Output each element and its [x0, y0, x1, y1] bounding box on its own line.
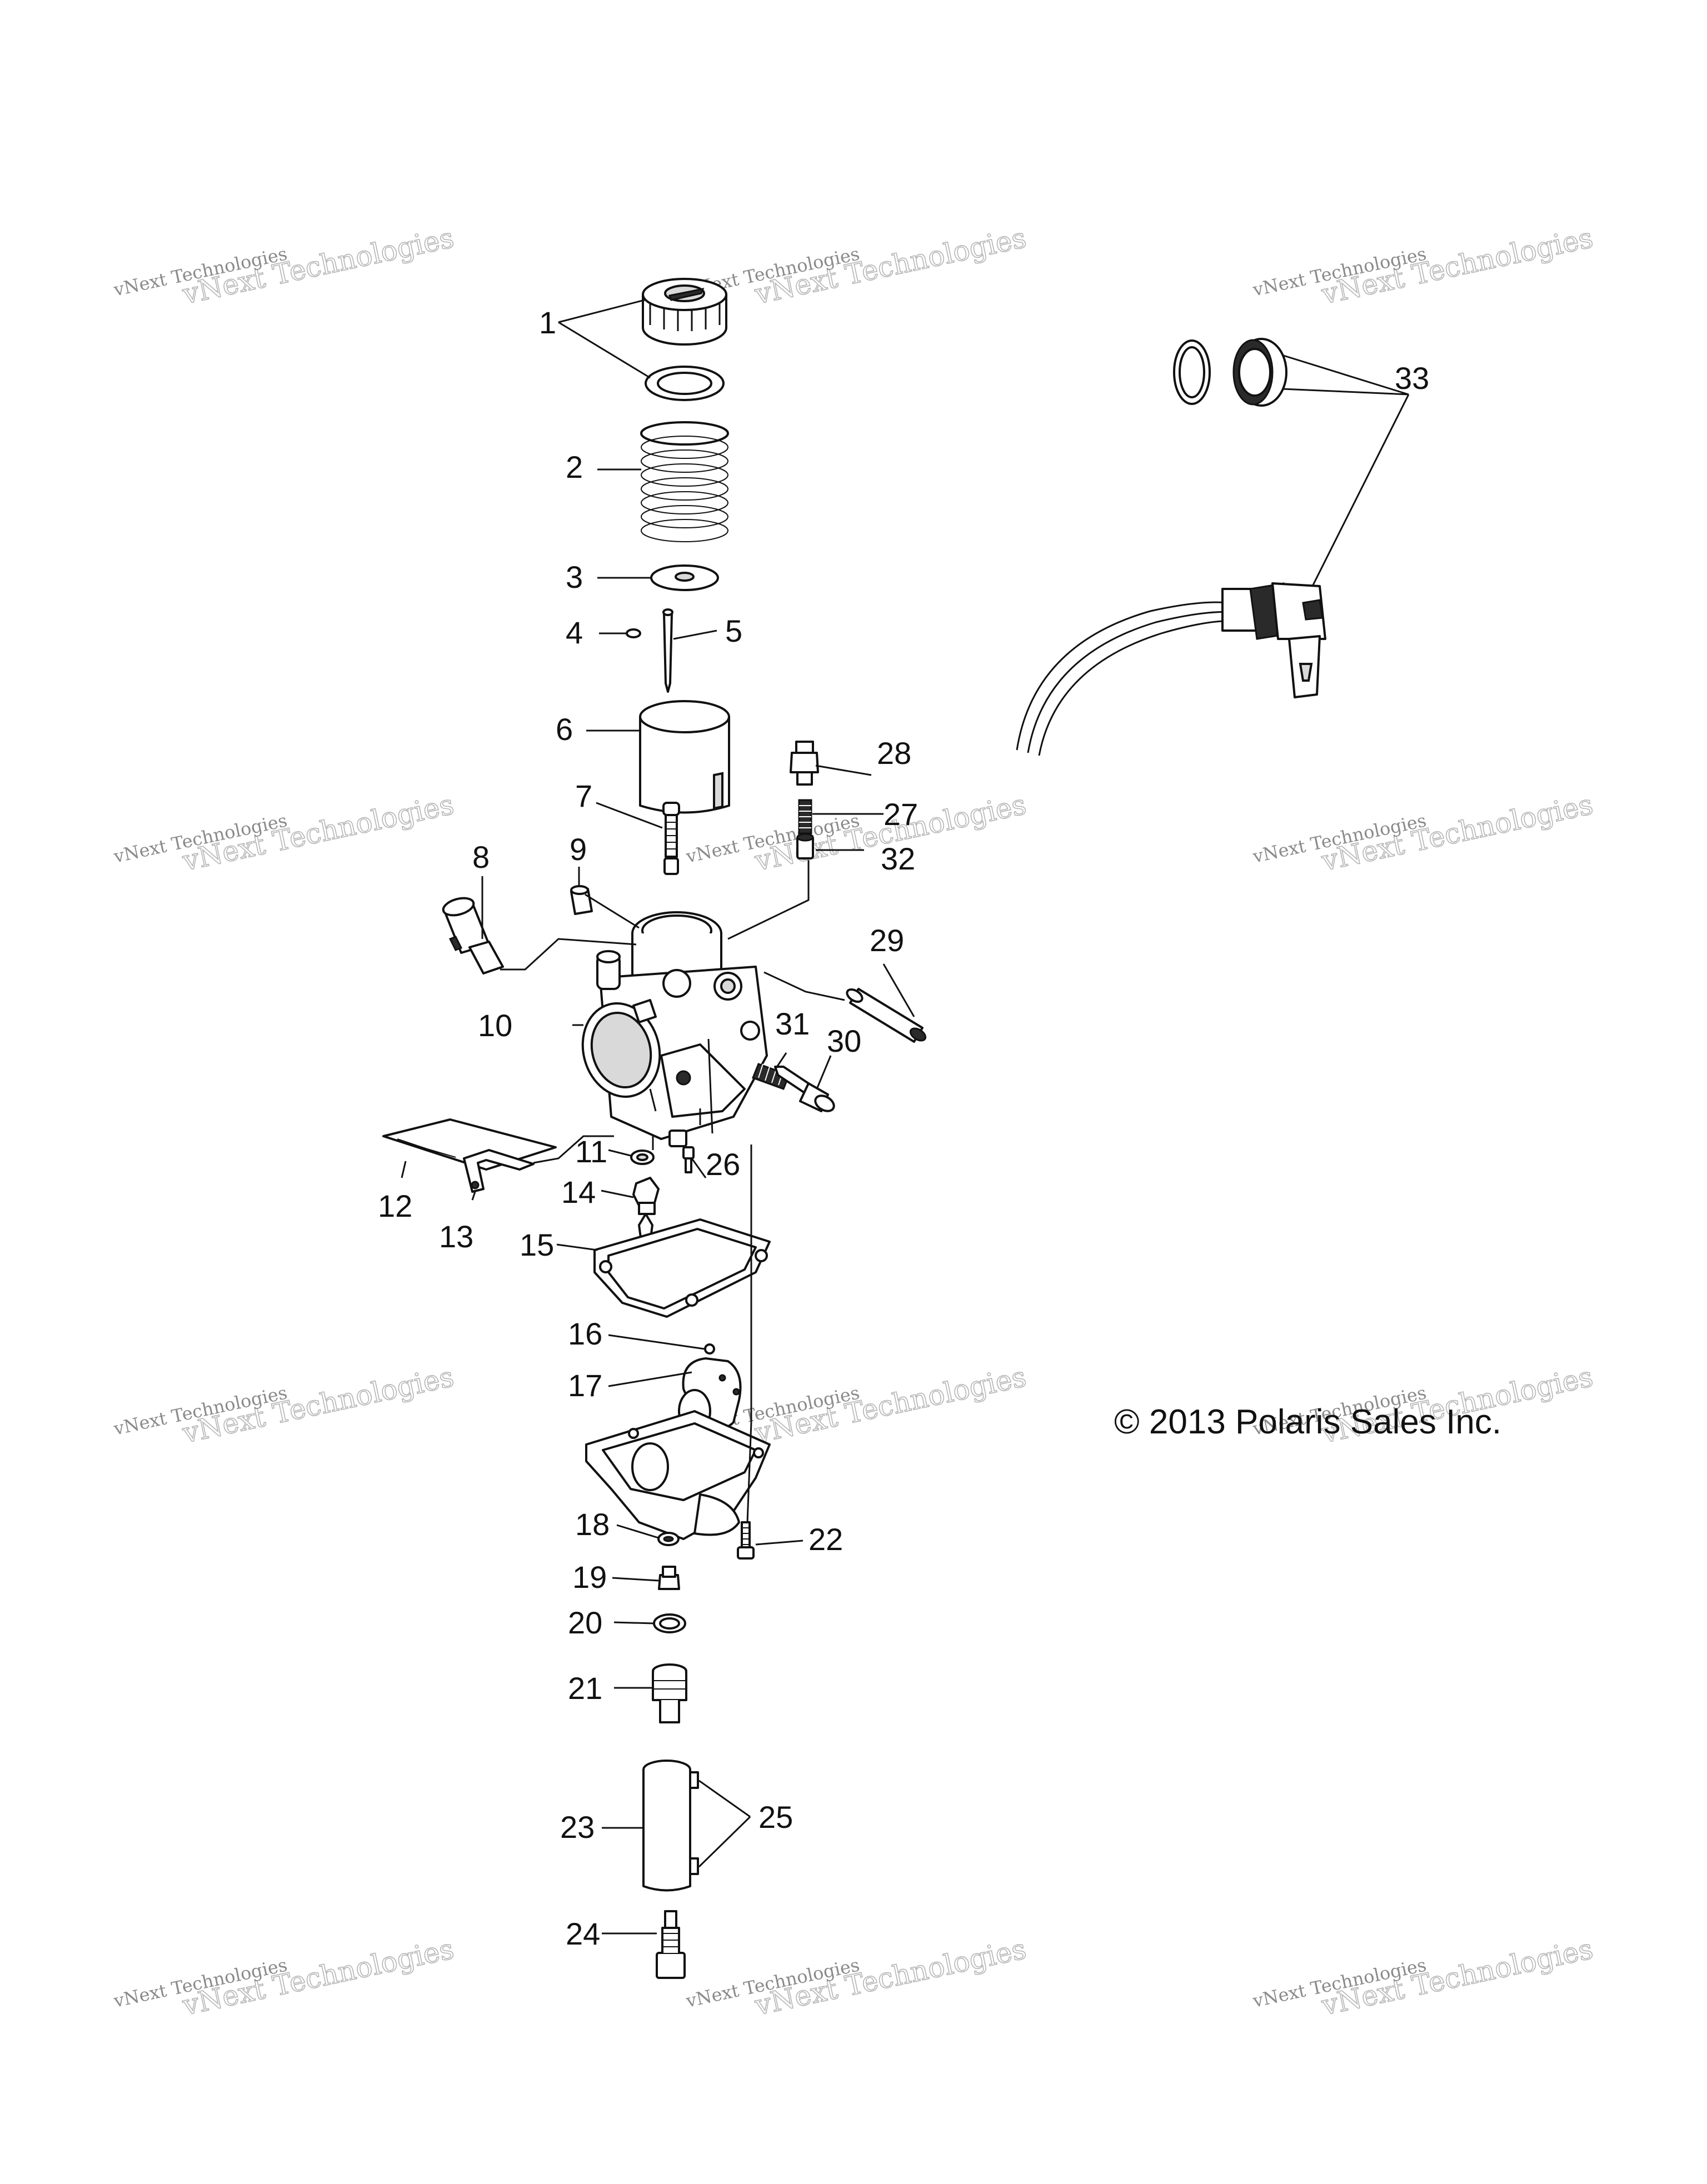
leader-lines: [401, 299, 1410, 1935]
float-bowl: [585, 1410, 771, 1540]
callout-13: 13: [439, 1219, 473, 1254]
part-2-spring: [640, 421, 729, 542]
part-21-drain-fitting: [652, 1663, 687, 1723]
part-18-washer: [657, 1532, 680, 1546]
callout-25: 25: [758, 1800, 793, 1835]
part-27-spring: [798, 799, 812, 834]
callout-19: 19: [572, 1560, 607, 1595]
part-5-jet-needle: [662, 608, 673, 693]
callout-29: 29: [870, 923, 904, 958]
callout-4: 4: [566, 615, 583, 650]
callout-24: 24: [566, 1916, 600, 1951]
part-33-throttle-control: [1016, 338, 1326, 756]
part-28-fitting: [790, 741, 819, 786]
part-6-throttle-slide: [639, 700, 730, 814]
callout-2: 2: [566, 449, 583, 484]
part-30-idle-screw: [774, 1066, 835, 1112]
callout-31: 31: [775, 1006, 810, 1041]
part-7-pilot-air-screw: [662, 802, 680, 875]
callout-3: 3: [566, 559, 583, 594]
callout-18: 18: [575, 1507, 610, 1542]
part-20-o-ring: [653, 1613, 686, 1633]
callout-labels: 1 2 3 4 5 6 7 8 9 10 11 12 13 14 15 16 1…: [378, 305, 1429, 1951]
callout-28: 28: [877, 736, 911, 771]
part-23-drain-tube: [642, 1760, 699, 1892]
callout-1: 1: [539, 305, 556, 340]
part-9-pin: [570, 885, 593, 915]
callout-20: 20: [568, 1605, 602, 1640]
part-10-carburetor-body: [581, 911, 768, 1147]
callout-9: 9: [570, 832, 587, 867]
part-22-screw: [737, 1521, 755, 1560]
callout-23: 23: [560, 1810, 595, 1845]
callout-14: 14: [561, 1175, 596, 1210]
part-24-fitting: [656, 1910, 686, 1979]
callout-10: 10: [478, 1008, 512, 1043]
part-16-pin: [704, 1343, 715, 1355]
callout-33: 33: [1395, 361, 1429, 396]
part-8-choke-plunger: [442, 897, 504, 974]
callout-11: 11: [575, 1134, 607, 1169]
callout-21: 21: [568, 1671, 602, 1706]
part-13-bracket: [463, 1149, 535, 1193]
part-29-tube: [846, 988, 927, 1043]
callout-32: 32: [881, 841, 915, 876]
callout-6: 6: [556, 712, 573, 747]
callout-15: 15: [520, 1227, 554, 1262]
part-32-jet: [796, 833, 814, 859]
part-11-o-ring: [630, 1150, 655, 1165]
callout-5: 5: [725, 613, 742, 648]
callout-7: 7: [575, 778, 592, 813]
callout-8: 8: [472, 839, 490, 874]
callout-27: 27: [884, 797, 918, 832]
callout-16: 16: [568, 1316, 602, 1351]
part-3-retainer-plate: [650, 564, 719, 591]
part-4-clip: [626, 628, 641, 638]
callout-30: 30: [827, 1023, 861, 1058]
callout-26: 26: [706, 1147, 740, 1182]
part-26-screw: [682, 1146, 695, 1173]
callout-17: 17: [568, 1368, 602, 1403]
part-15-float-bowl-gasket: [593, 1218, 771, 1318]
copyright-notice: © 2013 Polaris Sales Inc.: [1114, 1403, 1501, 1441]
callout-12: 12: [378, 1188, 412, 1223]
part-1-cap-and-washer: [642, 278, 727, 401]
callout-22: 22: [808, 1522, 843, 1557]
part-19-main-jet: [658, 1566, 680, 1590]
